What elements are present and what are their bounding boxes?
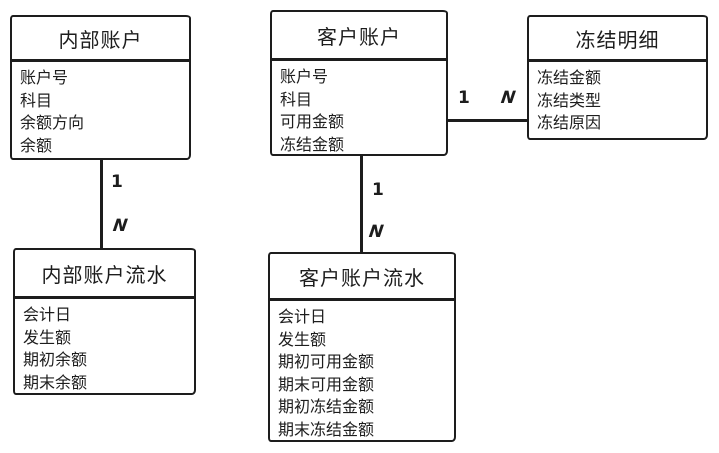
entity-field: 期初余额 — [23, 350, 88, 369]
entity-field: 期末冻结金额 — [278, 419, 375, 439]
entity-field: 期末可用金额 — [278, 374, 375, 394]
relation-line-internal-account-to-flow — [100, 158, 103, 249]
entity-field: 可用金额 — [280, 112, 345, 131]
entity-title-internal-account: 内部账户 — [12, 17, 189, 62]
cardinality-label-n: N — [367, 222, 385, 242]
entity-field: 科目 — [280, 89, 313, 109]
entity-internal-account: 内部账户 账户号科目余额方向余额 — [10, 15, 191, 160]
entity-field: 账户号 — [20, 68, 69, 87]
entity-title-customer-account-flow: 客户账户流水 — [270, 254, 454, 301]
entity-field: 余额 — [20, 135, 53, 155]
entity-title-customer-account: 客户账户 — [272, 12, 446, 61]
entity-fields-customer-account: 账户号科目可用金额冻结金额 — [272, 61, 446, 160]
entity-field: 余额方向 — [20, 113, 85, 132]
cardinality-label-one: 1 — [458, 88, 470, 108]
entity-field: 冻结原因 — [537, 113, 602, 132]
entity-field: 账户号 — [280, 67, 329, 86]
entity-fields-freeze-detail: 冻结金额冻结类型冻结原因 — [529, 62, 706, 139]
entity-title-freeze-detail: 冻结明细 — [529, 17, 706, 62]
entity-field: 会计日 — [23, 305, 72, 324]
entity-field: 冻结金额 — [537, 68, 602, 87]
entity-customer-account-flow: 客户账户流水 会计日发生额期初可用金额期末可用金额期初冻结金额期末冻结金额 — [268, 252, 456, 442]
entity-freeze-detail: 冻结明细 冻结金额冻结类型冻结原因 — [527, 15, 708, 140]
entity-field: 期末余额 — [23, 372, 88, 392]
entity-field: 期初冻结金额 — [278, 397, 375, 416]
entity-field: 期初可用金额 — [278, 352, 375, 371]
entity-fields-internal-account: 账户号科目余额方向余额 — [12, 62, 189, 161]
entity-fields-internal-account-flow: 会计日发生额期初余额期末余额 — [15, 299, 194, 398]
entity-field: 会计日 — [278, 307, 327, 326]
entity-field: 发生额 — [278, 329, 327, 349]
entity-customer-account: 客户账户 账户号科目可用金额冻结金额 — [270, 10, 448, 156]
entity-field: 发生额 — [23, 327, 72, 347]
entity-field: 冻结类型 — [537, 90, 602, 110]
relation-line-customer-account-to-freeze-detail — [447, 119, 528, 122]
relation-line-customer-account-to-flow — [360, 155, 363, 253]
entity-field: 科目 — [20, 90, 53, 110]
cardinality-label-one: 1 — [111, 172, 123, 192]
entity-internal-account-flow: 内部账户流水 会计日发生额期初余额期末余额 — [13, 248, 196, 395]
cardinality-label-one: 1 — [372, 180, 384, 200]
entity-field: 冻结金额 — [280, 134, 345, 154]
cardinality-label-n: N — [111, 216, 129, 236]
cardinality-label-n: N — [499, 88, 517, 108]
entity-fields-customer-account-flow: 会计日发生额期初可用金额期末可用金额期初冻结金额期末冻结金额 — [270, 301, 454, 445]
entity-title-internal-account-flow: 内部账户流水 — [15, 250, 194, 299]
